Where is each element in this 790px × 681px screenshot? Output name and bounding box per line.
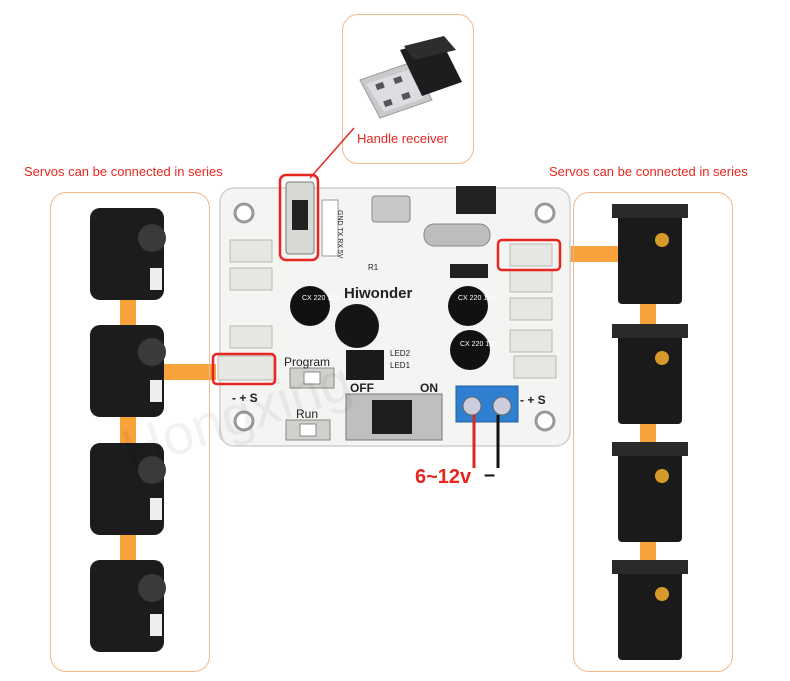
servos-right-caption: Servos can be connected in series <box>549 164 748 179</box>
servo-right-4 <box>612 560 688 660</box>
board-pins-left: - + S <box>232 391 258 405</box>
board-r1-label: R1 <box>368 263 379 272</box>
controller-board <box>211 173 571 468</box>
board-pins-right: - + S <box>520 393 546 407</box>
board-header-pins: GND TX RX 5V <box>336 210 343 259</box>
right-servo-panel <box>573 192 733 672</box>
wire-right-2 <box>640 420 656 446</box>
voltage-label: 6~12v <box>415 466 472 488</box>
usb-receiver-icon <box>359 36 462 119</box>
wire-left-board <box>160 364 216 380</box>
cap-2-label: CX 220 10V <box>458 295 496 302</box>
right-port-highlight <box>496 238 562 272</box>
negative-label: – <box>484 464 496 486</box>
board-run-label: Run <box>296 407 318 421</box>
board-off-label: OFF <box>350 381 374 395</box>
cap-1-label: CX 220 10V <box>302 295 340 302</box>
receiver-port-highlight <box>278 173 320 262</box>
board-led2-label: LED2 <box>390 349 411 358</box>
board-program-label: Program <box>284 355 330 369</box>
servo-left-3 <box>90 443 166 535</box>
board-brand: Hiwonder <box>344 285 412 302</box>
wire-right-3 <box>640 538 656 564</box>
servo-right-1 <box>612 204 688 304</box>
wire-right-board <box>562 246 624 262</box>
servos-left-caption: Servos can be connected in series <box>24 164 223 179</box>
wire-left-3 <box>120 528 136 568</box>
left-servo-panel <box>50 192 210 672</box>
board-on-label: ON <box>420 381 438 395</box>
servo-left-4 <box>90 560 166 652</box>
cap-3-label: CX 220 16V <box>460 341 498 348</box>
wire-left-2 <box>120 410 136 450</box>
servo-left-1 <box>90 208 166 300</box>
left-port-highlight <box>211 352 277 386</box>
right-servo-stack <box>612 204 688 660</box>
handle-receiver-caption: Handle receiver <box>357 131 449 146</box>
wire-right-1 <box>640 300 656 326</box>
servo-right-3 <box>612 442 688 542</box>
receiver-pointer-line <box>309 127 355 179</box>
servo-right-2 <box>612 324 688 424</box>
board-led1-label: LED1 <box>390 361 411 370</box>
servo-left-2 <box>90 325 166 417</box>
left-servo-stack <box>90 208 166 652</box>
